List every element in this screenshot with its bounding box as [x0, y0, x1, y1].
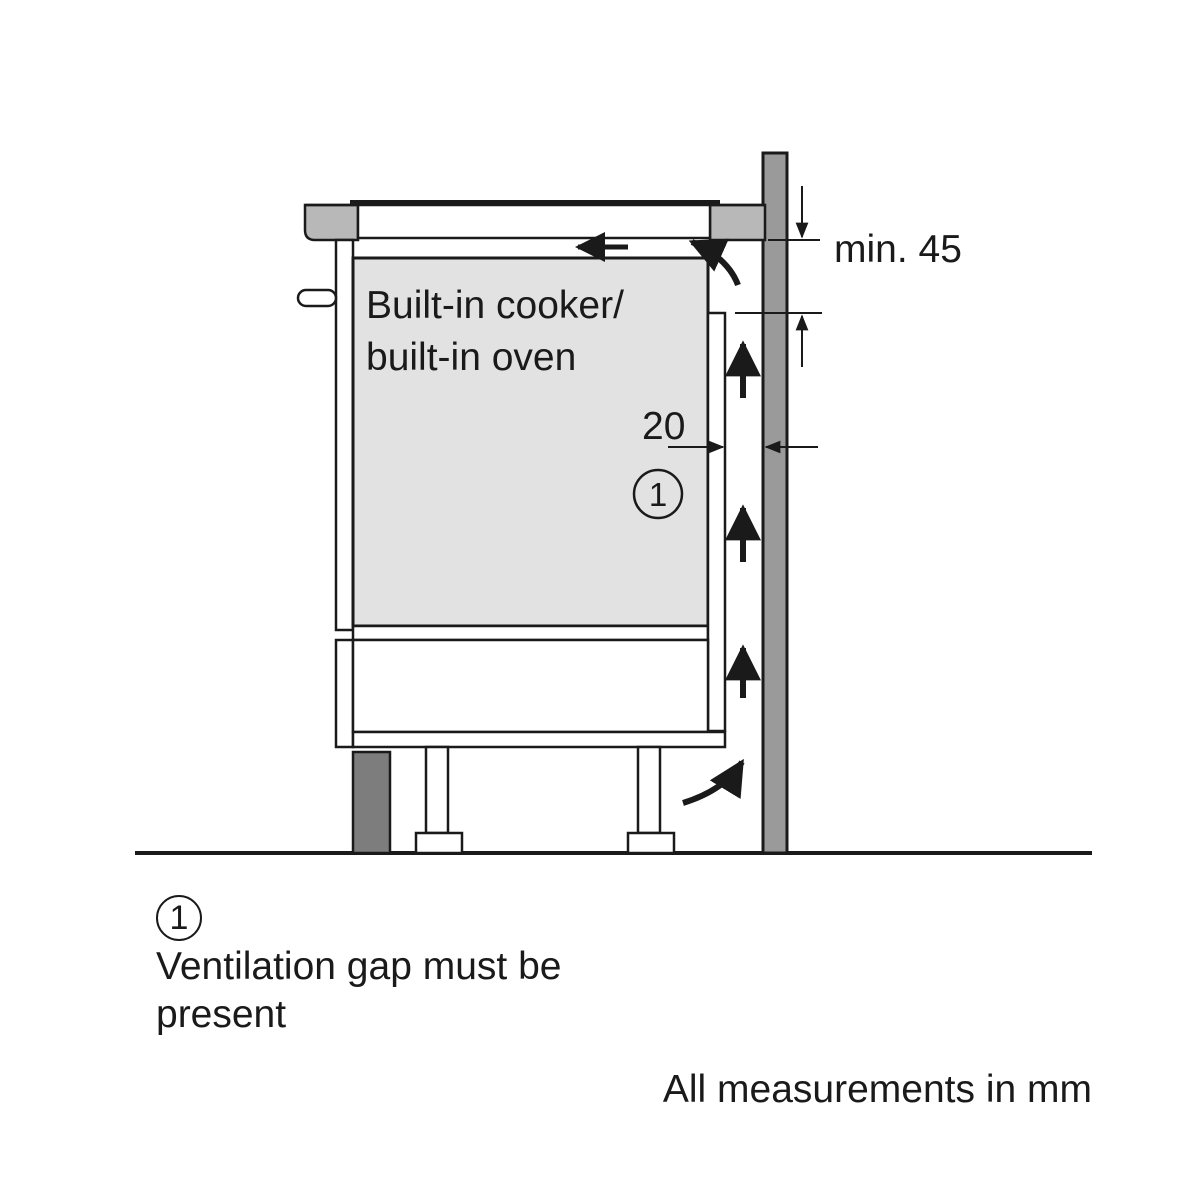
oven-bottom-strip [351, 624, 710, 642]
cabinet-leg-left [414, 745, 464, 855]
ventilation-gap-marker: 1 [632, 468, 684, 520]
base-drawer-side [334, 638, 355, 749]
svg-text:1: 1 [649, 476, 667, 513]
appliance-label-line1: Built-in cooker/ [366, 284, 624, 327]
legend-marker: 1 [156, 895, 202, 941]
gap-dimension-label: 20 [642, 405, 685, 448]
appliance-label-line2: built-in oven [366, 336, 576, 379]
cabinet-side [334, 238, 355, 632]
airflow-arrows [575, 232, 761, 806]
cabinet-leg-right [626, 745, 676, 855]
legend: 1 Ventilation gap must be present [156, 895, 626, 1039]
base-shelf [351, 730, 727, 749]
oven-body [351, 256, 710, 628]
airflow-arrow-bottom [682, 758, 745, 806]
oven-knob [296, 288, 338, 308]
airflow-arrow-top-curve [688, 238, 741, 287]
units-note: All measurements in mm [662, 1068, 1092, 1111]
plinth [351, 750, 392, 855]
legend-note: Ventilation gap must be present [156, 945, 562, 1036]
top-clearance-label: min. 45 [834, 228, 962, 271]
hob [350, 200, 720, 240]
cabinet-back-panel [706, 311, 727, 733]
wall [761, 151, 789, 855]
base-drawer [351, 638, 710, 734]
dimension-top-clearance [735, 186, 822, 367]
